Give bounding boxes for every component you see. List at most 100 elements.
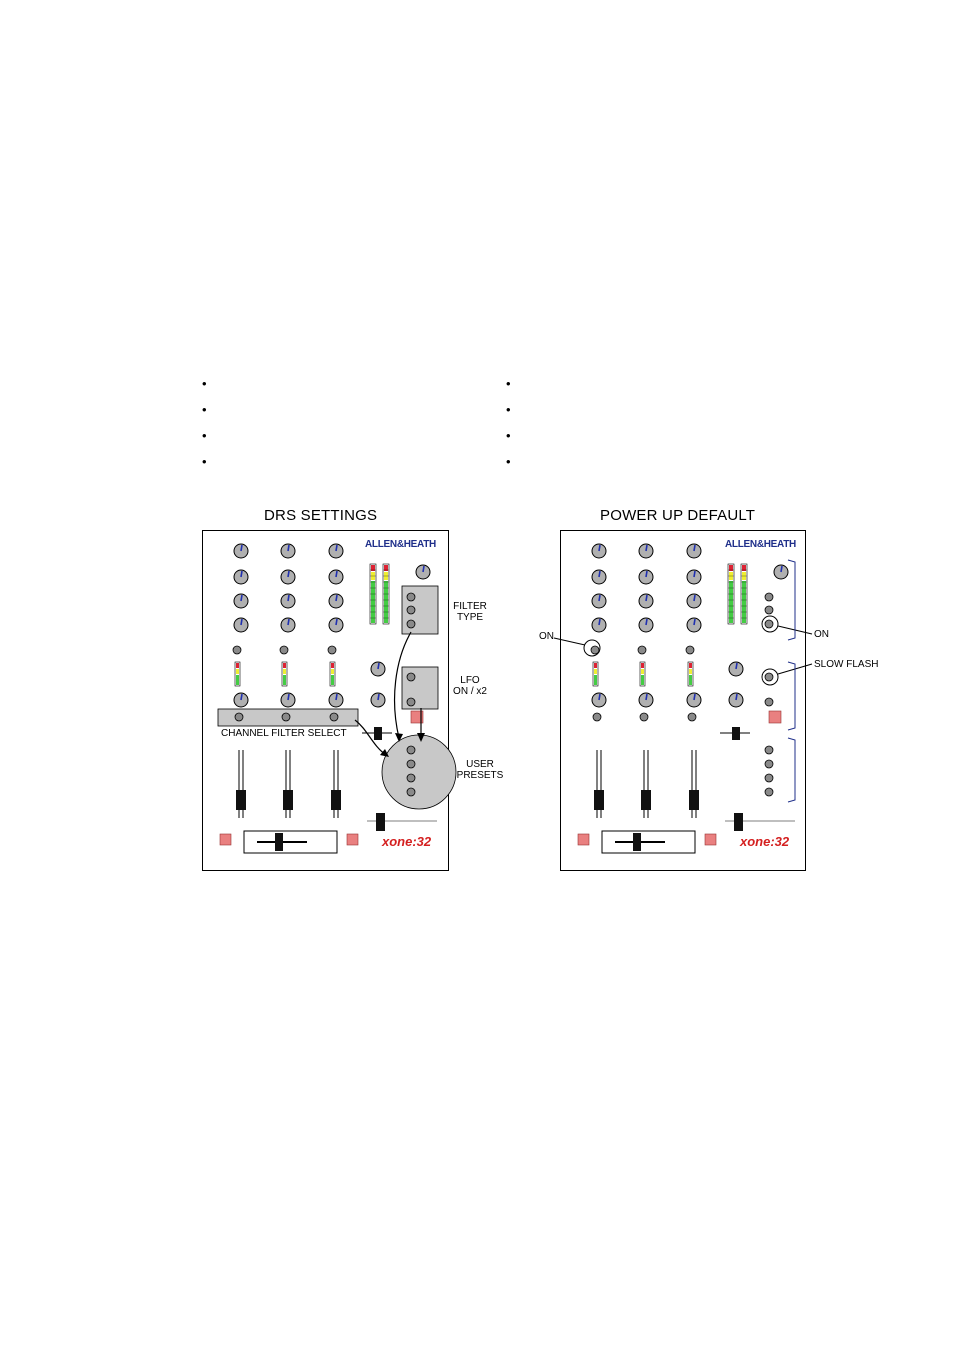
- lfo-depth-knob-pointer: [377, 693, 380, 701]
- filter-bracket: [787, 559, 796, 641]
- filter-select-button: [592, 712, 602, 722]
- presets-bracket: [787, 737, 796, 803]
- channel-knob-pointer: [645, 618, 648, 626]
- crossfader-cap: [275, 833, 283, 851]
- channel-knob-pointer: [598, 618, 601, 626]
- bullet-left-3: •: [202, 428, 207, 443]
- channel-gain-knob-pointer: [645, 693, 648, 701]
- channel-knob-pointer: [240, 594, 243, 602]
- filter-type-led: [764, 605, 774, 615]
- channel-knob-pointer: [287, 544, 290, 552]
- bullet-left-4: •: [202, 454, 207, 469]
- channel-gain-knob-pointer: [240, 693, 243, 701]
- right-brand-logo: ALLEN&HEATH: [725, 539, 796, 550]
- channel-meter-green: [331, 675, 334, 685]
- link-fader-cap: [374, 727, 382, 740]
- slow-flash-callout: SLOW FLASH: [814, 659, 879, 670]
- red-pad-left: [219, 833, 232, 846]
- master-meter-right-red: [384, 565, 388, 571]
- tap-pad: [768, 710, 782, 724]
- channel-gain-knob-pointer: [287, 693, 290, 701]
- resonance-knob-pointer: [780, 565, 783, 573]
- lfo-led: [764, 697, 774, 707]
- preset-led: [764, 745, 774, 755]
- small-fader-cap: [376, 813, 385, 831]
- lfo-callout: LFO ON / x2: [453, 675, 487, 697]
- channel-meter-green: [283, 675, 286, 685]
- drs-settings-title: DRS SETTINGS: [264, 507, 378, 524]
- filter-select-button: [281, 712, 291, 722]
- on-left-highlight: [583, 639, 601, 657]
- channel-gain-knob-pointer: [598, 693, 601, 701]
- channel-knob-pointer: [335, 594, 338, 602]
- filter-select-button: [234, 712, 244, 722]
- channel-knob-pointer: [693, 594, 696, 602]
- filter-select-button: [329, 712, 339, 722]
- filter-select-button: [687, 712, 697, 722]
- channel-led: [637, 645, 647, 655]
- lfo-rate-knob-pointer: [377, 662, 380, 670]
- master-meter-left-green: [371, 581, 375, 623]
- resonance-knob-pointer: [422, 565, 425, 573]
- channel-fader-cap: [283, 790, 293, 810]
- channel-knob-pointer: [335, 618, 338, 626]
- bullet-left-2: •: [202, 402, 207, 417]
- channel-fader-cap: [641, 790, 651, 810]
- on-right-highlight: [761, 615, 779, 633]
- channel-gain-knob-pointer: [693, 693, 696, 701]
- lfo-depth-knob-pointer: [735, 693, 738, 701]
- lfo-led: [406, 697, 416, 707]
- channel-knob-pointer: [645, 544, 648, 552]
- channel-meter-yellow: [236, 669, 239, 674]
- channel-meter-yellow: [689, 669, 692, 674]
- channel-led: [685, 645, 695, 655]
- channel-meter-yellow: [594, 669, 597, 674]
- channel-meter-green: [236, 675, 239, 685]
- channel-knob-pointer: [645, 570, 648, 578]
- channel-meter-red: [283, 663, 286, 668]
- channel-knob-pointer: [287, 570, 290, 578]
- channel-meter-green: [641, 675, 644, 685]
- red-pad-right: [704, 833, 717, 846]
- channel-knob-pointer: [693, 544, 696, 552]
- channel-led: [232, 645, 242, 655]
- channel-knob-pointer: [240, 570, 243, 578]
- filter-select-button: [639, 712, 649, 722]
- master-meter-right-red: [742, 565, 746, 571]
- channel-meter-red: [594, 663, 597, 668]
- master-meter-left-red: [371, 565, 375, 571]
- channel-knob-pointer: [598, 570, 601, 578]
- lfo-bracket: [787, 661, 796, 731]
- on-right-callout: ON: [814, 629, 829, 640]
- preset-led: [406, 787, 416, 797]
- right-xone-logo: xone:32: [740, 834, 790, 849]
- channel-knob-pointer: [240, 544, 243, 552]
- channel-fader-cap: [594, 790, 604, 810]
- filter-type-callout: FILTER TYPE: [453, 601, 487, 623]
- channel-knob-pointer: [598, 544, 601, 552]
- arrowhead-3: [380, 749, 389, 757]
- bullet-right-2: •: [506, 402, 511, 417]
- filter-type-led: [764, 619, 774, 629]
- power-up-default-title: POWER UP DEFAULT: [600, 507, 756, 524]
- master-meter-left-red: [729, 565, 733, 571]
- channel-knob-pointer: [287, 594, 290, 602]
- channel-knob-pointer: [693, 618, 696, 626]
- left-xone-logo: xone:32: [382, 834, 432, 849]
- bullet-left-1: •: [202, 376, 207, 391]
- bullet-right-3: •: [506, 428, 511, 443]
- bullet-right-1: •: [506, 376, 511, 391]
- preset-led: [406, 759, 416, 769]
- on-left-leader: [553, 637, 586, 646]
- channel-knob-pointer: [335, 570, 338, 578]
- channel-meter-red: [689, 663, 692, 668]
- master-meter-right-green: [742, 581, 746, 623]
- lfo-led: [406, 672, 416, 682]
- arrowhead-2: [417, 733, 425, 742]
- filter-type-led: [764, 592, 774, 602]
- lfo-rate-knob-pointer: [735, 662, 738, 670]
- user-presets-zoom: [381, 734, 457, 810]
- preset-led: [764, 787, 774, 797]
- channel-meter-green: [689, 675, 692, 685]
- filter-type-led: [406, 605, 416, 615]
